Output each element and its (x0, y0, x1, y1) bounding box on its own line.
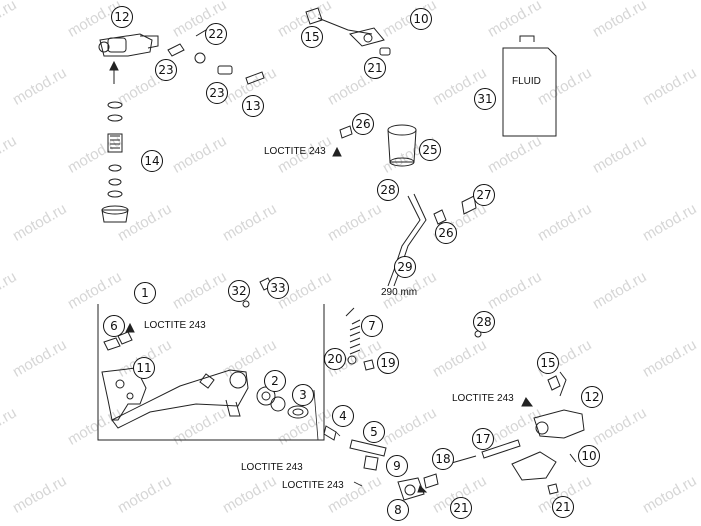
callout-12: 12 (581, 386, 603, 408)
callout-27: 27 (473, 184, 495, 206)
callout-32: 32 (228, 280, 250, 302)
bushing-3 (287, 405, 309, 419)
bolt-5 (349, 439, 387, 471)
callout-33: 33 (267, 277, 289, 299)
callout-26: 26 (352, 113, 374, 135)
return-spring (345, 307, 361, 355)
callout-28: 28 (473, 311, 495, 333)
callout-14: 14 (141, 150, 163, 172)
callout-19: 19 (377, 352, 399, 374)
callout-15: 15 (537, 352, 559, 374)
callout-12: 12 (111, 6, 133, 28)
callout-15: 15 (301, 26, 323, 48)
hose-clip (433, 195, 477, 225)
pushrod-17 (481, 439, 521, 459)
callout-8: 8 (387, 499, 409, 521)
callout-21: 21 (552, 496, 574, 518)
callout-2: 2 (264, 370, 286, 392)
callout-21: 21 (450, 497, 472, 519)
callout-18: 18 (432, 448, 454, 470)
reservoir (332, 124, 417, 193)
loctite-label: LOCTITE 243 (241, 462, 303, 473)
loctite-label: LOCTITE 243 (264, 146, 326, 157)
callout-9: 9 (386, 455, 408, 477)
bolt-4 (323, 425, 337, 441)
callout-13: 13 (242, 95, 264, 117)
callout-10: 10 (578, 445, 600, 467)
loctite-label: LOCTITE 243 (144, 320, 206, 331)
callout-21: 21 (364, 57, 386, 79)
callout-31: 31 (474, 88, 496, 110)
callout-20: 20 (324, 348, 346, 370)
hose-length-label: 290 mm (381, 287, 418, 298)
fluid-label: FLUID (512, 76, 541, 87)
assembly-panel-outline (97, 304, 325, 441)
callout-6: 6 (103, 315, 125, 337)
piston-kit (101, 101, 129, 223)
callout-25: 25 (419, 139, 441, 161)
callout-11: 11 (133, 357, 155, 379)
loctite-label: LOCTITE 243 (452, 393, 514, 404)
callout-22: 22 (205, 23, 227, 45)
callout-17: 17 (472, 428, 494, 450)
callout-29: 29 (394, 256, 416, 278)
callout-23: 23 (155, 59, 177, 81)
hose-fitting-top (305, 7, 391, 56)
brake-pedal (111, 369, 249, 429)
callout-23: 23 (206, 82, 228, 104)
callout-3: 3 (292, 384, 314, 406)
callout-10: 10 (410, 8, 432, 30)
master-cylinder-top (98, 33, 159, 57)
loctite-label: LOCTITE 243 (282, 480, 344, 491)
hose-fitting-bottom (511, 451, 577, 495)
callout-7: 7 (361, 315, 383, 337)
callout-1: 1 (134, 282, 156, 304)
callout-26: 26 (435, 222, 457, 244)
callout-4: 4 (332, 405, 354, 427)
arrow-up-icon (109, 60, 119, 84)
callout-28: 28 (377, 179, 399, 201)
callout-5: 5 (363, 421, 385, 443)
fluid-bottle (502, 35, 557, 137)
nut-6 (103, 322, 135, 351)
master-cylinder-rear (521, 371, 585, 439)
pin-20-19 (347, 355, 375, 371)
leader-lines (313, 389, 363, 487)
